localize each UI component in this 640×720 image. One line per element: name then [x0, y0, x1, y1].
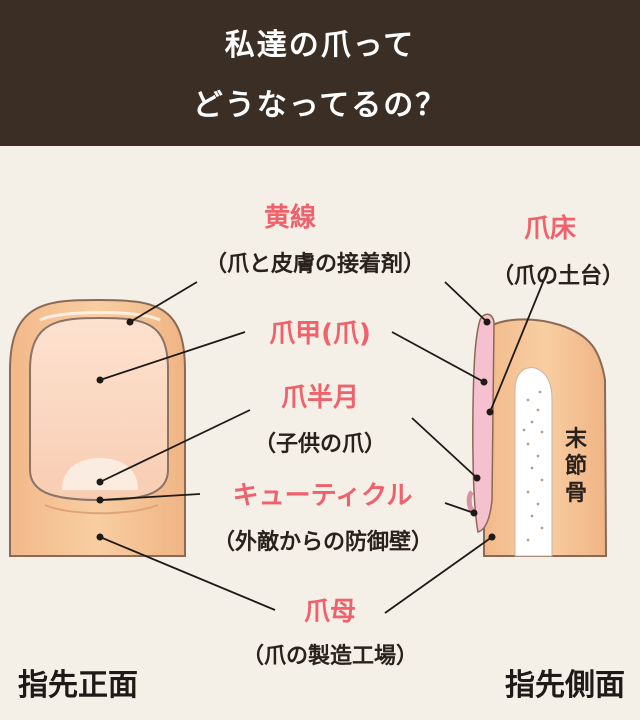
- label-nail-bed: 爪床: [523, 214, 576, 244]
- label-nail-plate: 爪甲(爪): [269, 319, 371, 349]
- leader-matrix-front: [99, 536, 276, 611]
- front-lunula: [62, 458, 138, 490]
- view-label-side: 指先側面: [505, 668, 625, 703]
- leader-yellow-line-side: [444, 281, 488, 323]
- label-yellow-line-desc: （爪と皮膚の接着剤）: [204, 252, 425, 277]
- title-line-1: 私達の爪って: [224, 28, 416, 63]
- leader-cuticle-side: [444, 502, 475, 514]
- leader-nail-bed: [489, 269, 549, 413]
- title-line-2: どうなってるの？: [192, 88, 448, 123]
- bone-texture: [522, 390, 544, 542]
- label-matrix: 爪母: [303, 597, 356, 627]
- front-finger: [9, 298, 186, 557]
- front-nail-free-edge: [39, 311, 161, 322]
- leader-nail-plate-side: [391, 331, 485, 383]
- label-cuticle: キューティクル: [232, 481, 413, 511]
- view-label-front: 指先正面: [18, 668, 138, 703]
- label-distal-phalanx: 末節骨: [564, 427, 587, 506]
- front-cuticle-line: [44, 504, 159, 515]
- leader-lines: [99, 269, 549, 614]
- label-matrix-desc: （爪の製造工場）: [241, 644, 418, 669]
- leader-dots: [96, 318, 496, 541]
- side-nail-plate: [472, 313, 495, 533]
- side-cuticle: [466, 490, 476, 515]
- distal-phalanx-bone: [514, 367, 553, 557]
- leader-matrix-side: [384, 536, 493, 614]
- leader-nail-plate-front: [99, 331, 246, 381]
- title-banner: 私達の爪って どうなってるの？: [0, 0, 640, 146]
- label-yellow-line: 黄線: [263, 203, 316, 233]
- leader-lunula-front: [99, 409, 251, 483]
- leader-yellow-line-front: [129, 281, 198, 323]
- label-nail-bed-desc: （爪の土台）: [491, 264, 624, 289]
- label-lunula-desc: （子供の爪）: [253, 432, 386, 457]
- front-nail-plate: [29, 316, 169, 502]
- label-cuticle-desc: （外敵からの防御壁）: [212, 530, 433, 555]
- label-lunula: 爪半月: [280, 383, 359, 413]
- leader-lunula-side: [411, 417, 478, 479]
- leader-cuticle-front: [99, 493, 201, 501]
